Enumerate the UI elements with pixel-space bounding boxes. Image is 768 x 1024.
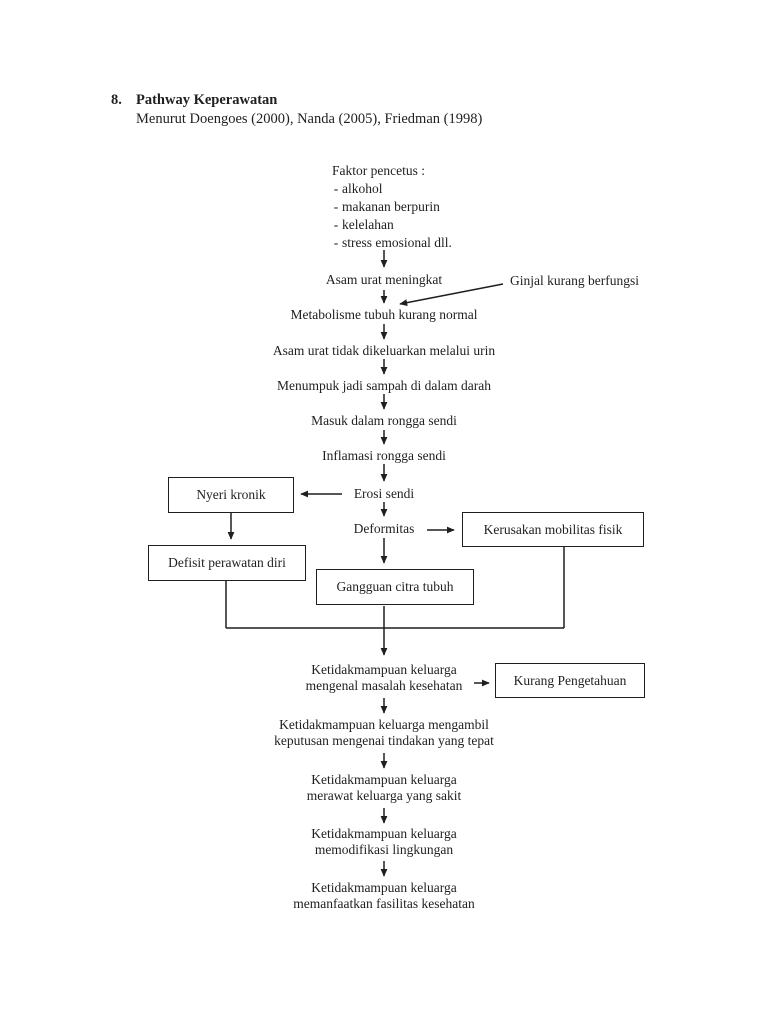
node-line: Ketidakmampuan keluarga [311, 662, 457, 677]
node-asam-urat-meningkat: Asam urat meningkat [325, 272, 443, 287]
trigger-item-label: makanan berpurin [342, 199, 440, 214]
trigger-factors-block: Faktor pencetus : - alkohol - makanan be… [330, 162, 452, 252]
box-nyeri-kronik: Nyeri kronik [168, 477, 294, 513]
box-kerusakan-mobilitas-fisik: Kerusakan mobilitas fisik [462, 512, 644, 547]
dash-bullet: - [333, 181, 339, 196]
node-menumpuk-sampah-darah: Menumpuk jadi sampah di dalam darah [276, 378, 492, 393]
dash-bullet: - [333, 217, 339, 232]
box-gangguan-citra-tubuh: Gangguan citra tubuh [316, 569, 474, 605]
node-keluarga-memodifikasi: Ketidakmampuan keluarga memodifikasi lin… [0, 826, 768, 857]
node-line: Ketidakmampuan keluarga mengambil [279, 717, 489, 732]
box-gangguan-citra-tubuh-label: Gangguan citra tubuh [336, 579, 454, 594]
node-keluarga-memanfaatkan: Ketidakmampuan keluarga memanfaatkan fas… [0, 880, 768, 911]
node-line: Ketidakmampuan keluarga [311, 826, 457, 841]
node-keluarga-mengenal: Ketidakmampuan keluarga mengenal masalah… [0, 662, 768, 693]
heading-subtitle: Menurut Doengoes (2000), Nanda (2005), F… [136, 111, 483, 127]
node-keluarga-mengambil-keputusan: Ketidakmampuan keluarga mengambil keputu… [0, 717, 768, 748]
node-keluarga-merawat: Ketidakmampuan keluarga merawat keluarga… [0, 772, 768, 803]
page-title: Pathway Keperawatan [136, 92, 278, 108]
dash-bullet: - [333, 199, 339, 214]
trigger-factors-title: Faktor pencetus : [332, 163, 425, 178]
node-masuk-rongga-sendi: Masuk dalam rongga sendi [311, 413, 457, 428]
node-line: Ketidakmampuan keluarga [311, 772, 457, 787]
box-kurang-pengetahuan-label: Kurang Pengetahuan [513, 672, 627, 688]
section-heading: 8. Pathway Keperawatan [111, 92, 277, 109]
node-line: mengenal masalah kesehatan [305, 677, 463, 693]
trigger-item-label: kelelahan [342, 217, 394, 232]
trigger-item-label: alkohol [342, 181, 383, 196]
box-nyeri-kronik-label: Nyeri kronik [196, 487, 266, 502]
trigger-item: - makanan berpurin [330, 198, 452, 216]
arrow-ginjal-to-metabolisme [399, 283, 504, 307]
section-number: 8. [111, 92, 122, 108]
box-kerusakan-mobilitas-fisik-label: Kerusakan mobilitas fisik [483, 521, 623, 537]
node-erosi-sendi: Erosi sendi [353, 486, 415, 501]
box-defisit-perawatan-diri: Defisit perawatan diri [148, 545, 306, 581]
node-ginjal-kurang-berfungsi: Ginjal kurang berfungsi [510, 273, 639, 288]
dash-bullet: - [333, 235, 339, 250]
node-line: keputusan mengenai tindakan yang tepat [274, 732, 494, 748]
node-line: merawat keluarga yang sakit [306, 787, 462, 803]
node-metabolisme-tubuh: Metabolisme tubuh kurang normal [290, 307, 478, 322]
node-line: memanfaatkan fasilitas kesehatan [293, 895, 475, 911]
node-line: Ketidakmampuan keluarga [311, 880, 457, 895]
trigger-item: - stress emosional dll. [330, 234, 452, 252]
node-inflamasi-rongga-sendi: Inflamasi rongga sendi [322, 448, 446, 463]
box-defisit-perawatan-diri-label: Defisit perawatan diri [168, 555, 286, 570]
node-asam-urat-tidak-dikeluarkan: Asam urat tidak dikeluarkan melalui urin [272, 343, 496, 358]
trigger-item: - alkohol [330, 180, 452, 198]
box-kurang-pengetahuan: Kurang Pengetahuan [495, 663, 645, 698]
node-line: memodifikasi lingkungan [314, 841, 454, 857]
trigger-item-label: stress emosional dll. [342, 235, 452, 250]
trigger-item: - kelelahan [330, 216, 452, 234]
node-deformitas: Deformitas [353, 521, 415, 536]
